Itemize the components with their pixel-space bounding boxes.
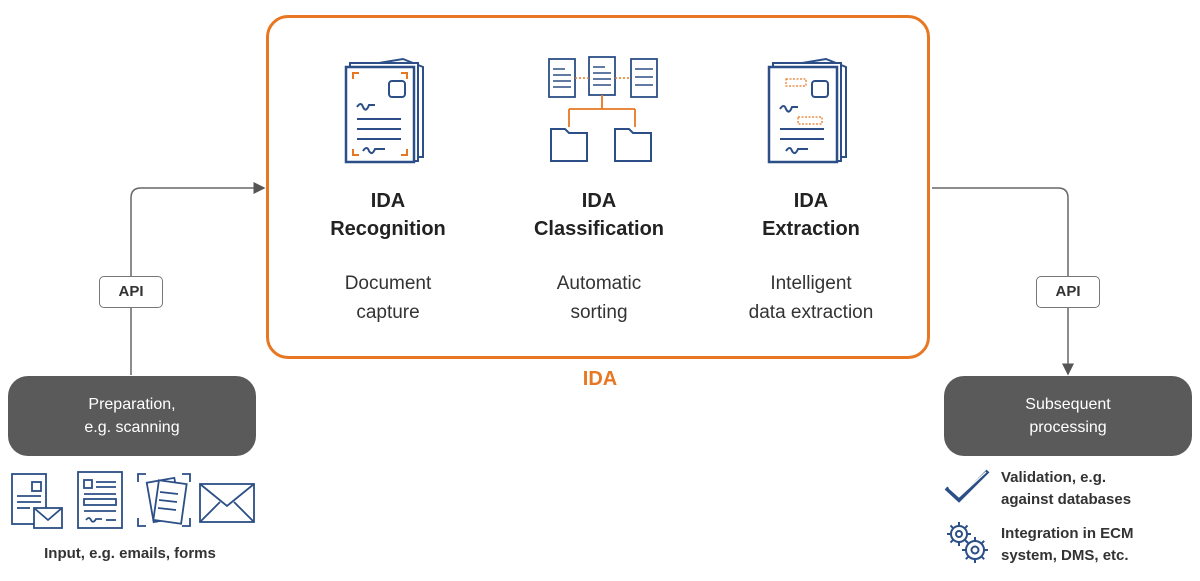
desc-line1: Intelligent xyxy=(770,273,852,294)
desc-line1: Document xyxy=(344,273,432,294)
inputs-caption: Input, e.g. emails, forms xyxy=(44,545,216,562)
data-extraction-icon xyxy=(706,40,916,165)
module-title-line2: Recognition xyxy=(330,218,446,240)
left-connector xyxy=(130,182,266,375)
scanned-document-icon xyxy=(137,473,191,527)
feature-line2: system, DMS, etc. xyxy=(1001,546,1129,564)
desc-line2: capture xyxy=(356,302,420,323)
desc-line2: sorting xyxy=(570,302,628,323)
gears-icon xyxy=(943,518,991,571)
input-icons xyxy=(10,470,260,541)
document-sorting-icon xyxy=(494,40,704,165)
subsequent-line2: processing xyxy=(1029,419,1107,436)
feature-line1: Integration in ECM xyxy=(1001,524,1134,542)
ida-label: IDA xyxy=(582,368,618,390)
feature-line1: Validation, e.g. xyxy=(1001,468,1107,486)
api-tag-right: API xyxy=(1036,276,1100,308)
preparation-line1: Preparation, xyxy=(88,396,176,413)
module-title-line2: Extraction xyxy=(762,218,860,240)
envelope-icon xyxy=(199,483,255,523)
module-description: Intelligent data extraction xyxy=(716,269,906,327)
feature-integration: Integration in ECM system, DMS, etc. xyxy=(943,518,1134,571)
document-email-icon xyxy=(11,473,63,529)
module-description: Document capture xyxy=(293,269,483,327)
module-classification: IDA Classification Automatic sorting xyxy=(494,40,704,327)
feature-line2: against databases xyxy=(1001,490,1132,508)
module-title-line1: IDA xyxy=(370,190,406,212)
feature-text: Integration in ECM system, DMS, etc. xyxy=(1001,523,1134,567)
module-title-line1: IDA xyxy=(581,190,617,212)
feature-validation: Validation, e.g. against databases xyxy=(943,466,1131,511)
module-title-line1: IDA xyxy=(793,190,829,212)
subsequent-line1: Subsequent xyxy=(1025,396,1111,413)
preparation-line2: e.g. scanning xyxy=(84,419,180,436)
form-icon xyxy=(77,471,123,529)
document-capture-icon xyxy=(283,40,493,165)
feature-text: Validation, e.g. against databases xyxy=(1001,467,1131,511)
module-title-line2: Classification xyxy=(533,218,665,240)
module-extraction: IDA Extraction Intelligent data extracti… xyxy=(706,40,916,327)
subsequent-processing-box: Subsequent processing xyxy=(944,376,1192,456)
desc-line2: data extraction xyxy=(748,302,874,323)
module-description: Automatic sorting xyxy=(504,269,694,327)
desc-line1: Automatic xyxy=(556,273,642,294)
module-recognition: IDA Recognition Document capture xyxy=(283,40,493,327)
checkmark-icon xyxy=(943,466,991,511)
ida-frame xyxy=(266,15,930,359)
api-tag-left: API xyxy=(99,276,163,308)
right-connector xyxy=(932,187,1074,376)
preparation-box: Preparation, e.g. scanning xyxy=(8,376,256,456)
